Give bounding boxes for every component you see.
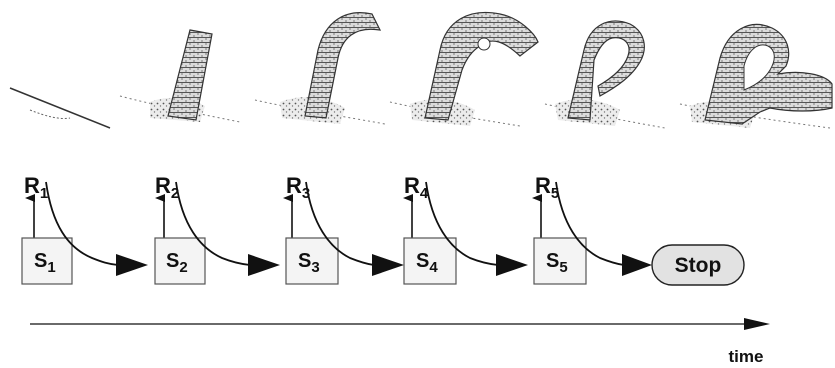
state-box-2 — [154, 237, 206, 285]
response-label-1: R1 — [24, 173, 48, 202]
transition-arrowhead-3 — [372, 254, 404, 276]
tube-illustration-2 — [119, 29, 241, 123]
state-label-5: S5 — [546, 250, 568, 276]
tube-illustration-5 — [544, 20, 666, 129]
transition-curve-5 — [555, 181, 625, 266]
tube-illustration-6 — [679, 23, 833, 129]
stage-1: R1 S1 — [21, 173, 148, 285]
stop-capsule — [651, 244, 745, 286]
transition-arrowhead-4 — [496, 254, 528, 276]
transition-curve-1 — [45, 181, 119, 266]
response-label-2: R2 — [155, 173, 179, 202]
tube-illustration-3 — [254, 12, 386, 125]
state-label-3: S3 — [298, 250, 320, 276]
state-box-3 — [285, 237, 339, 285]
stop-label: Stop — [675, 254, 722, 277]
response-label-5: R5 — [535, 173, 559, 202]
state-label-2: S2 — [166, 250, 188, 276]
state-label-1: S1 — [34, 250, 56, 276]
transition-arrowhead-2 — [248, 254, 280, 276]
state-box-4 — [403, 237, 457, 285]
stage-5: R5 S5 — [532, 173, 652, 285]
response-label-3: R3 — [286, 173, 310, 202]
stage-2: R2 S2 — [154, 173, 280, 285]
transition-arrowhead-1 — [116, 254, 148, 276]
state-box-5 — [533, 237, 587, 285]
transition-curve-3 — [305, 181, 375, 266]
transition-arrowhead-5 — [622, 254, 652, 276]
transition-curve-4 — [425, 181, 499, 266]
tube-illustration-4 — [389, 11, 539, 127]
time-axis-arrowhead — [744, 318, 770, 330]
state-label-4: S4 — [416, 250, 438, 276]
state-box-1 — [21, 237, 73, 285]
stop-node: Stop — [651, 244, 745, 286]
time-axis: time — [30, 318, 770, 366]
stage-4: R4 S4 — [403, 173, 528, 285]
stage-3: R3 S3 — [283, 173, 404, 285]
time-axis-label: time — [729, 347, 764, 366]
tube-illustration-1 — [9, 87, 111, 129]
transition-curve-2 — [175, 181, 251, 266]
response-label-4: R4 — [404, 173, 429, 202]
